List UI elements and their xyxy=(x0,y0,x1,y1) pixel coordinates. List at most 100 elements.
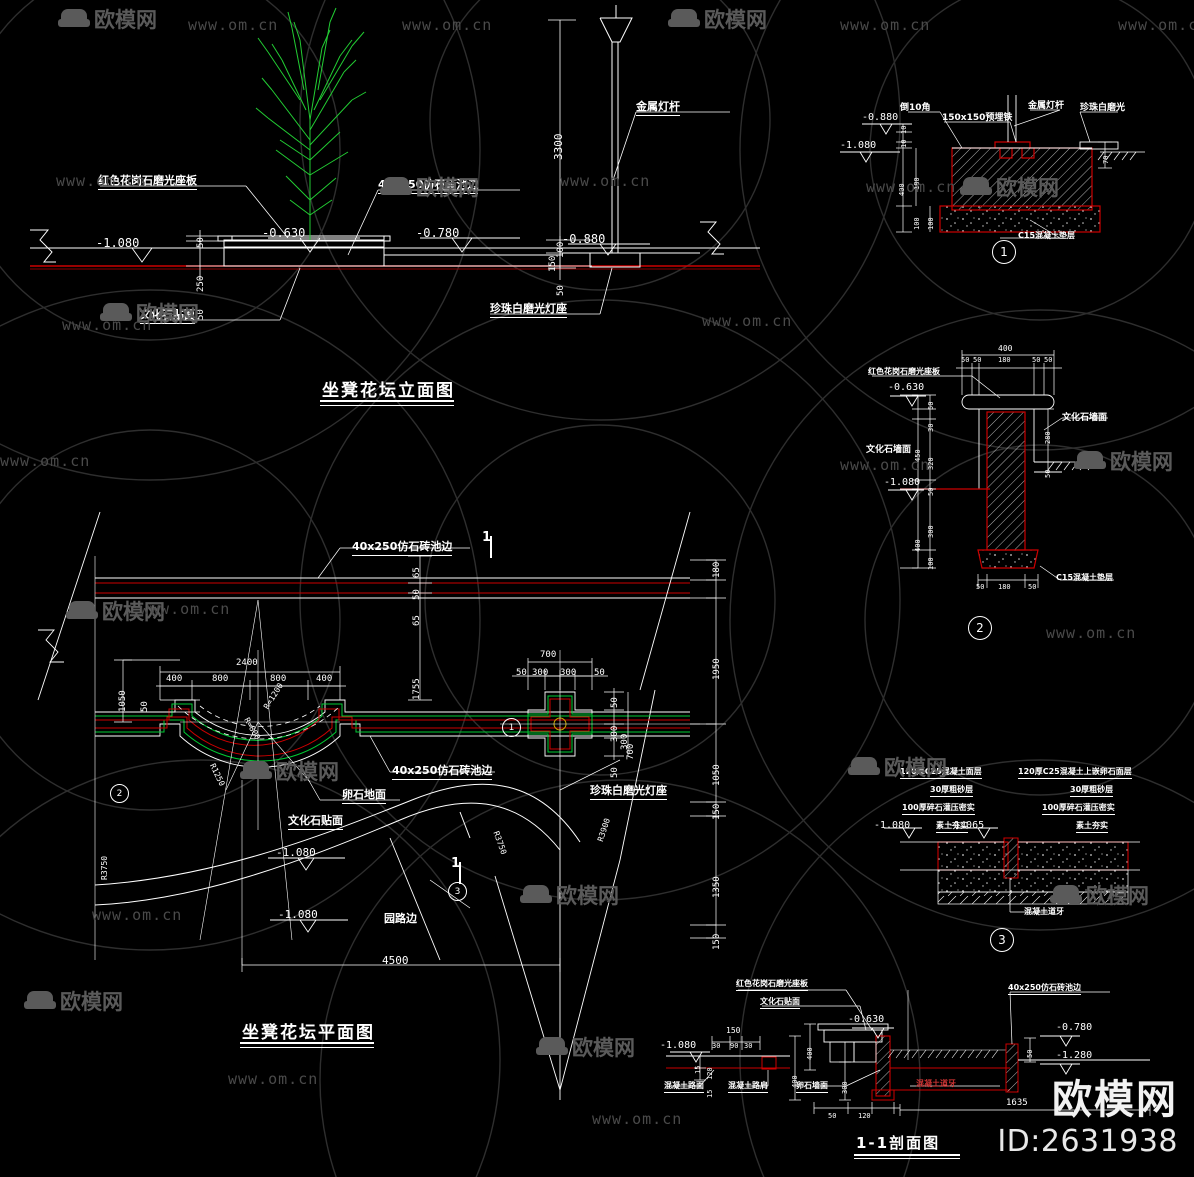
sec-dim-15-a: 15 xyxy=(694,1065,702,1074)
label-garden-path-edge-plan: 园路边 xyxy=(384,912,417,925)
detail-bubble-3[interactable]: 3 xyxy=(990,928,1014,952)
title-section: 1-1剖面图 xyxy=(856,1134,941,1152)
label-brick-pool-edge-sec: 40x250仿石砖池边 xyxy=(1008,982,1081,995)
plan-dim-700-top: 700 xyxy=(540,650,557,660)
detail-3 xyxy=(884,827,1140,913)
d2-level-1080: -1.080 xyxy=(884,477,921,488)
d1-dim-10-a: 10 xyxy=(900,125,908,134)
sec-dim-1635: 1635 xyxy=(1006,1098,1028,1108)
plan-detail-bubble-3[interactable]: 3 xyxy=(448,882,467,901)
plan-dim-1755: 1755 xyxy=(412,678,422,700)
plan-detail-bubble-1[interactable]: 1 xyxy=(502,718,521,737)
sec-dim-400-b: 400 xyxy=(791,1075,799,1088)
label-metal-lamp-pole-elev: 金属灯杆 xyxy=(636,98,680,116)
detail-1 xyxy=(840,95,1145,239)
label-concrete-shoulder-sec: 混凝土路肩 xyxy=(728,1080,768,1093)
plan-dim-400-a: 400 xyxy=(166,674,183,684)
sec-dim-15-b: 15 xyxy=(706,1089,714,1098)
d2-dim-50-bot-b: 50 xyxy=(1028,583,1037,591)
plan-dim-800-a: 800 xyxy=(212,674,229,684)
label-embed-plate-d1: 150x150预埋铁 xyxy=(942,113,1013,123)
d2-dim-50-f: 50 xyxy=(927,487,935,496)
label-culture-stone-sec: 文化石贴面 xyxy=(760,996,800,1009)
detail-bubble-2[interactable]: 2 xyxy=(968,616,992,640)
plan-dim-65-a: 65 xyxy=(412,567,422,578)
d2-dim-50-d: 50 xyxy=(1044,356,1053,364)
d3-layer-right-3: 素土夯实 xyxy=(1076,820,1108,833)
d3-layer-left-0: 120厚C25混凝土面层 xyxy=(900,766,982,779)
sec-dim-300: 300 xyxy=(841,1081,849,1094)
dim-150-elev: 150 xyxy=(548,255,558,272)
d2-dim-320: 320 xyxy=(927,457,935,470)
sec-level-1080: -1.080 xyxy=(660,1040,697,1051)
plan-detail-bubble-2[interactable]: 2 xyxy=(110,784,129,803)
label-pearl-white-polish-d1: 珍珠白磨光 xyxy=(1080,103,1126,113)
label-concrete-curb-d3: 混凝土道牙 xyxy=(1024,907,1064,916)
detail-bubble-1[interactable]: 1 xyxy=(992,240,1016,264)
sec-dim-120-a: 120 xyxy=(706,1067,714,1080)
sec-dim-150: 150 xyxy=(726,1026,741,1035)
d2-dim-50-c: 50 xyxy=(1032,356,1041,364)
plan-level-1080-a: -1.080 xyxy=(276,846,316,859)
label-metal-lamp-pole-d1: 金属灯杆 xyxy=(1028,101,1065,111)
sec-level-0630: -0.630 xyxy=(848,1014,885,1025)
d1-dim-100-b: 100 xyxy=(927,217,935,230)
d3-layer-left-1: 30厚粗砂层 xyxy=(930,784,974,797)
d2-dim-50-e: 50 xyxy=(927,401,935,410)
plan-dim-50-l: 50 xyxy=(516,668,527,678)
section-1-1 xyxy=(666,989,1151,1116)
sec-dim-400-a: 400 xyxy=(806,1047,814,1060)
plan-cut-mark-bottom: 1 xyxy=(451,856,461,871)
label-chamfer-d1: 倒10角 xyxy=(900,103,931,113)
d2-dim-50-bot-a: 50 xyxy=(976,583,985,591)
d3-layer-left-3: 素土夯实 xyxy=(936,820,968,833)
plan-dim-4500: 4500 xyxy=(382,954,409,967)
sec-level-1280: -1.280 xyxy=(1056,1050,1093,1061)
plan-dim-50: 50 xyxy=(412,589,422,600)
sec-dim-30-b: 30 xyxy=(744,1042,753,1050)
plan-dim-65-b: 65 xyxy=(412,615,422,626)
label-concrete-curb-sec: 混凝土道牙 xyxy=(916,1079,956,1088)
sec-dim-50-right: 50 xyxy=(1026,1049,1034,1058)
d3-layer-right-2: 100厚碎石灌压密实 xyxy=(1042,802,1115,815)
d1-dim-70: 70 xyxy=(1102,155,1110,164)
plan-dim-50-left: 50 xyxy=(140,701,150,712)
plan-dim-150-right-a: 150 xyxy=(712,803,722,820)
plan-dim-800-b: 800 xyxy=(270,674,287,684)
label-culture-stone-wall-left-d2: 文化石墙面 xyxy=(866,445,912,455)
d1-dim-180: 180 xyxy=(913,177,921,190)
plan-dim-1050-right: 1050 xyxy=(712,764,722,786)
plan-dim-2400: 2400 xyxy=(236,658,258,668)
d2-dim-400-left: 400 xyxy=(914,539,922,552)
d2-dim-50-right: 50 xyxy=(1044,469,1052,478)
label-brick-pool-edge-plan-mid: 40x250仿石砖池边 xyxy=(392,762,493,780)
d2-dim-50-a: 50 xyxy=(961,356,970,364)
d2-dim-300: 300 xyxy=(927,525,935,538)
dim-50-elev-b: 50 xyxy=(196,309,206,320)
dim-50-elev-c: 50 xyxy=(556,285,566,296)
plan-level-1080-b: -1.080 xyxy=(278,908,318,921)
label-culture-stone-plan: 文化石贴面 xyxy=(288,812,343,830)
label-red-granite-seat-sec: 红色花岗石磨光座板 xyxy=(736,978,808,991)
level-1080-elev: -1.080 xyxy=(96,236,140,250)
plan-dim-300-l: 300 xyxy=(532,668,549,678)
label-c15-cushion-d2: C15混凝土垫层 xyxy=(1056,573,1114,582)
plan-dim-700-v: 700 xyxy=(626,743,636,760)
d1-level-0880: -0.880 xyxy=(862,112,899,123)
sec-dim-90: 90 xyxy=(730,1042,739,1050)
label-c15-cushion-d1: C15混凝土垫层 xyxy=(1018,231,1076,240)
label-brick-pool-edge-plan-top: 40x250仿石砖池边 xyxy=(352,538,453,556)
level-0880-elev: -0.880 xyxy=(562,232,606,246)
level-0780-elev: -0.780 xyxy=(416,226,460,240)
plan-view xyxy=(37,511,726,1100)
plan-radius-3750-a: R3750 xyxy=(100,855,109,880)
title-plan: 坐凳花坛平面图 xyxy=(242,1023,375,1043)
plan-cut-mark-top: 1 xyxy=(482,530,492,545)
plan-dim-180-right: 180 xyxy=(712,561,722,578)
d2-dim-180-bot: 180 xyxy=(998,583,1011,591)
plan-dim-300-v1: 300 xyxy=(610,725,620,742)
label-pearl-white-lamp-base-plan: 珍珠白磨光灯座 xyxy=(590,782,667,800)
d2-dim-400-top: 400 xyxy=(998,344,1013,353)
label-brick-pool-edge-elev: 40x250仿石砖池边 xyxy=(378,176,479,194)
